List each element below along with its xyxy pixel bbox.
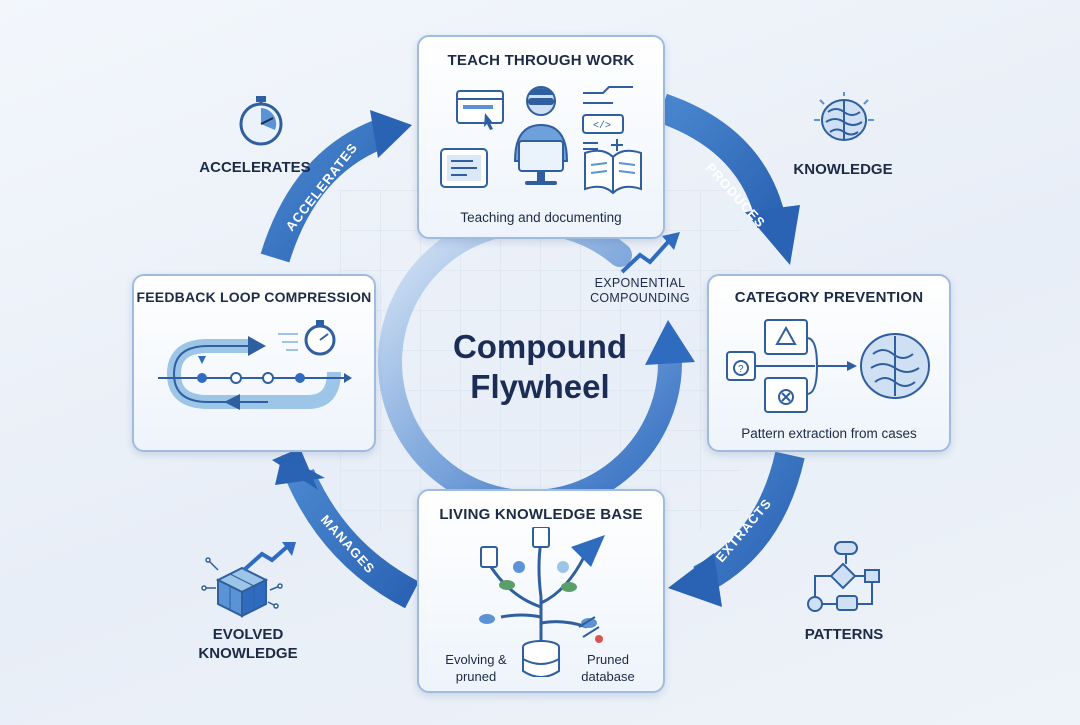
note-line1: Pruned: [587, 652, 629, 667]
label-line1: EVOLVED: [212, 626, 284, 643]
note-line2: COMPOUNDING: [590, 291, 690, 305]
brain-icon: [860, 333, 930, 399]
note-line2: pruned: [455, 669, 497, 684]
card-feedback-loop-compression[interactable]: FEEDBACK LOOP COMPRESSION: [132, 274, 376, 452]
brain-icon: [814, 92, 874, 141]
tree-icon: [479, 527, 605, 677]
card-title: TEACH THROUGH WORK: [447, 52, 635, 69]
card-title: LIVING KNOWLEDGE BASE: [439, 506, 643, 523]
produces-arrow: PRODUCES: [656, 93, 800, 265]
corner-label-accelerates: ACCELERATES: [199, 159, 311, 176]
note-line2: database: [581, 669, 635, 684]
flowchart-icon: [807, 541, 880, 612]
cube-growth-icon: [201, 542, 296, 618]
case-analysis-icon: ?: [726, 319, 930, 413]
evolving-pruned-note: Evolving & pruned: [441, 651, 511, 685]
corner-label-evolved-knowledge: EVOLVED KNOWLEDGE: [188, 625, 308, 663]
stopwatch-icon: [239, 96, 283, 146]
trend-arrow-icon: [662, 232, 680, 250]
card-caption: Pattern extraction from cases: [741, 426, 917, 441]
accelerates-arrow: ACCELERATES: [260, 110, 412, 263]
corner-label-patterns: PATTERNS: [804, 626, 884, 643]
note-line1: EXPONENTIAL: [594, 276, 686, 290]
card-caption: Teaching and documenting: [460, 210, 622, 225]
svg-text:?: ?: [738, 364, 744, 375]
exponential-compounding-note: EXPONENTIAL COMPOUNDING: [575, 276, 705, 306]
card-teach-through-work[interactable]: TEACH THROUGH WORK </>: [417, 35, 665, 239]
card-category-prevention[interactable]: CATEGORY PREVENTION ? Pattern extraction…: [707, 274, 951, 452]
svg-text:</>: </>: [593, 120, 611, 132]
label-line2: KNOWLEDGE: [198, 645, 298, 662]
developer-icon: </>: [440, 86, 642, 195]
loop-compression-icon: [158, 320, 352, 410]
center-title-line2: Flywheel: [470, 368, 610, 405]
card-title: FEEDBACK LOOP COMPRESSION: [136, 289, 372, 305]
extracts-arrow: EXTRACTS: [668, 451, 805, 607]
card-title: CATEGORY PREVENTION: [734, 289, 924, 306]
center-title: Compound Flywheel: [430, 327, 650, 407]
center-title-line1: Compound: [452, 328, 628, 365]
pruned-database-note: Pruned database: [571, 651, 645, 685]
card-living-knowledge-base[interactable]: LIVING KNOWLEDGE BASE Evolving & pruned …: [417, 489, 665, 693]
database-icon: [522, 640, 560, 677]
stopwatch-icon: [278, 320, 336, 356]
corner-label-knowledge: KNOWLEDGE: [793, 161, 893, 178]
note-line1: Evolving &: [445, 652, 507, 667]
